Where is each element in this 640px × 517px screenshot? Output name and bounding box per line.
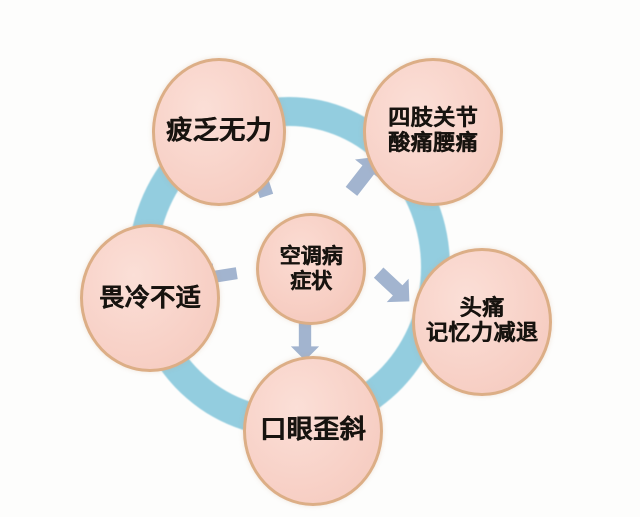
node-cold-intolerance-line1: 畏冷不适 xyxy=(98,283,201,312)
node-joint-pain-line2: 酸痛腰痛 xyxy=(387,131,478,156)
node-cold-intolerance[interactable]: 畏冷不适 xyxy=(80,224,220,372)
center-hub-line1: 空调病 xyxy=(279,243,343,268)
node-headache-memory-line2: 记忆力减退 xyxy=(425,321,539,346)
node-joint-pain[interactable]: 四肢关节 酸痛腰痛 xyxy=(363,58,503,206)
node-joint-pain-line1: 四肢关节 xyxy=(387,106,478,132)
center-hub[interactable]: 空调病 症状 xyxy=(256,213,366,325)
center-hub-line2: 症状 xyxy=(290,269,332,293)
node-facial-paralysis[interactable]: 口眼歪斜 xyxy=(243,356,383,506)
node-fatigue[interactable]: 疲乏无力 xyxy=(152,58,286,206)
node-headache-memory-line1: 头痛 xyxy=(459,296,505,322)
node-facial-paralysis-line1: 口眼歪斜 xyxy=(259,415,366,446)
node-fatigue-line1: 疲乏无力 xyxy=(165,116,272,147)
node-headache-memory[interactable]: 头痛 记忆力减退 xyxy=(412,248,552,396)
